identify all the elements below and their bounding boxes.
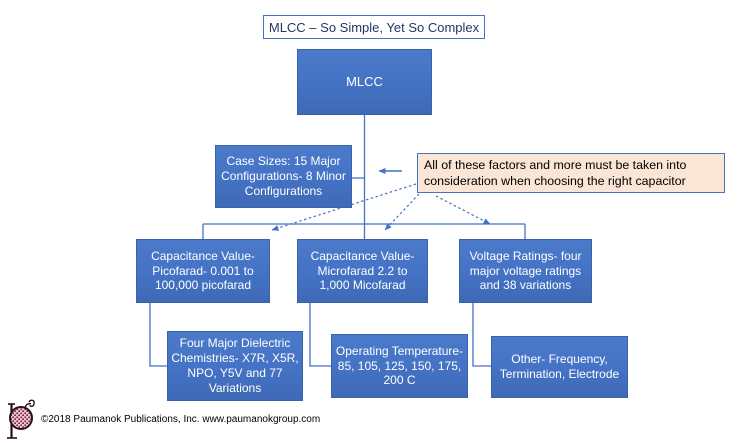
node-other-factors: Other- Frequency, Termination, Electrode bbox=[491, 336, 628, 398]
copyright-text: ©2018 Paumanok Publications, Inc. www.pa… bbox=[41, 414, 321, 425]
node-voltage-ratings: Voltage Ratings- four major voltage rati… bbox=[459, 239, 592, 303]
paumanok-logo-icon bbox=[7, 399, 35, 439]
node-capacitance-picofarad: Capacitance Value- Picofarad- 0.001 to 1… bbox=[136, 239, 270, 303]
footer: ©2018 Paumanok Publications, Inc. www.pa… bbox=[4, 396, 404, 442]
diagram-title: MLCC – So Simple, Yet So Complex bbox=[263, 15, 485, 39]
node-operating-temperature: Operating Temperature- 85, 105, 125, 150… bbox=[331, 334, 468, 398]
node-case-sizes: Case Sizes: 15 Major Configurations- 8 M… bbox=[215, 145, 352, 208]
callout-arrow-voltage bbox=[435, 195, 491, 225]
node-dielectric-chemistries: Four Major Dielectric Chemistries- X7R, … bbox=[167, 331, 303, 401]
node-capacitance-microfarad: Capacitance Value- Microfarad 2.2 to 1,0… bbox=[297, 239, 428, 303]
node-mlcc: MLCC bbox=[297, 49, 432, 115]
callout-arrow-microfarad bbox=[384, 193, 420, 231]
callout-note: All of these factors and more must be ta… bbox=[417, 153, 725, 193]
